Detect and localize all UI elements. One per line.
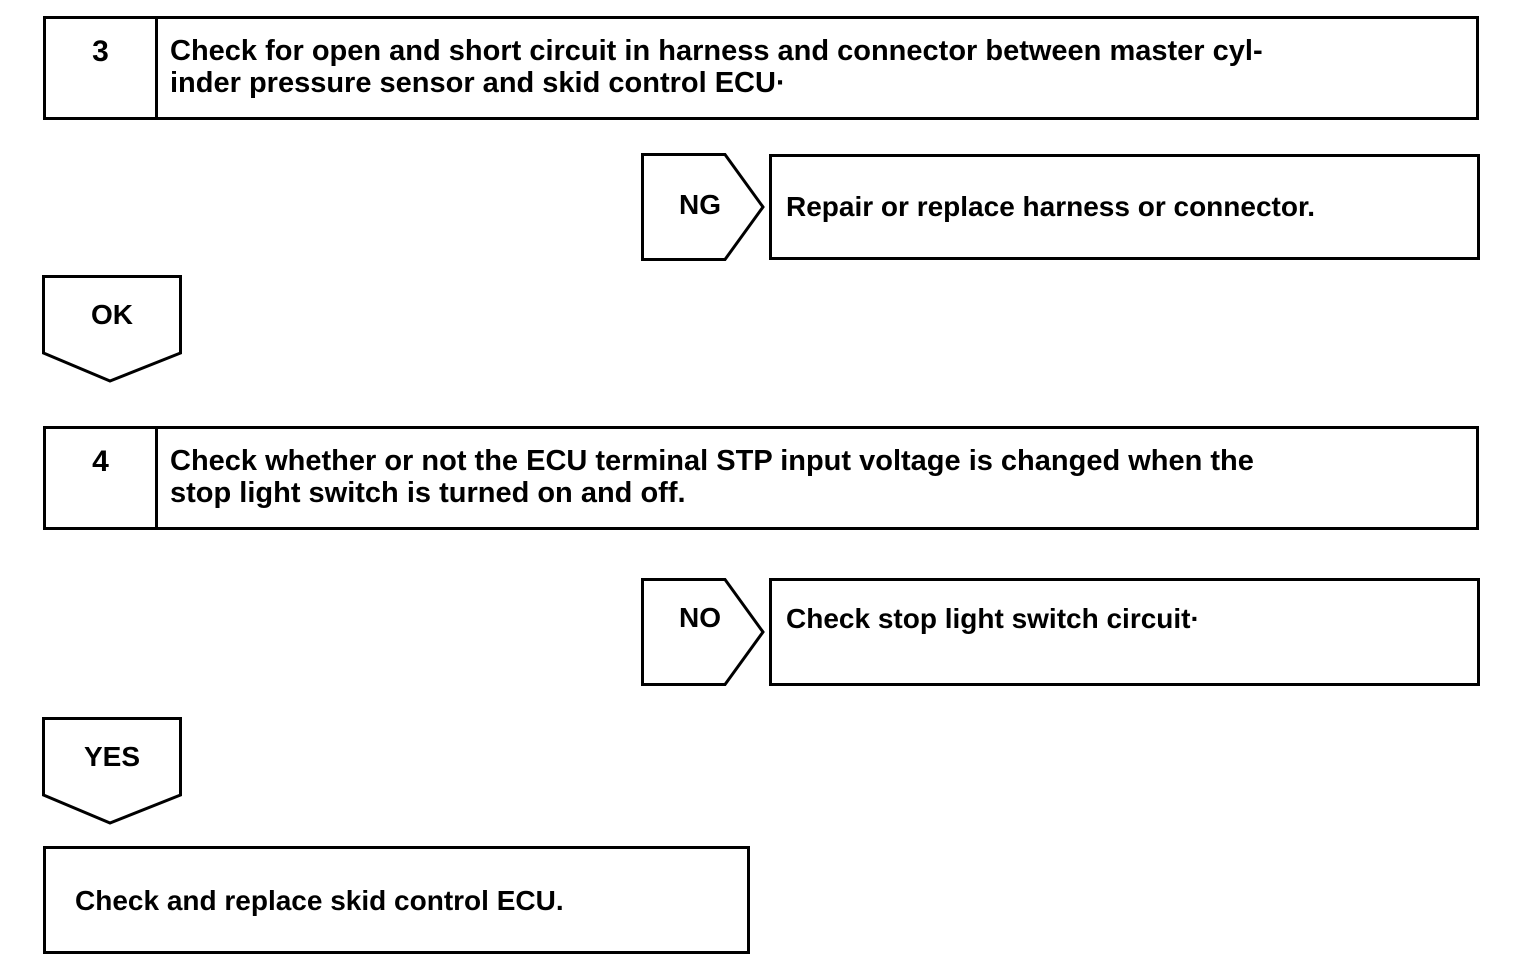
step-number: 4	[46, 429, 158, 527]
ok-result-tag: OK	[42, 275, 182, 385]
yes-result-tag: YES	[42, 717, 182, 827]
ng-result-tag: NG	[641, 153, 765, 261]
yes-label: YES	[83, 741, 141, 772]
step-number: 3	[46, 19, 158, 117]
right-arrow-tag-shape	[641, 578, 765, 686]
final-action-text: Check and replace skid control ECU.	[75, 885, 564, 916]
final-action-box: Check and replace skid control ECU.	[43, 846, 750, 954]
no-action-box: Check stop light switch circuit·	[769, 578, 1480, 686]
step-3-box: 3 Check for open and short circuit in ha…	[43, 16, 1479, 120]
no-label: NO	[679, 602, 721, 633]
no-result-tag: NO	[641, 578, 765, 686]
step-instruction: Check whether or not the ECU terminal ST…	[170, 445, 1254, 509]
ng-label: NG	[679, 189, 721, 220]
ng-action-box: Repair or replace harness or connector.	[769, 154, 1480, 260]
down-arrow-tag-shape	[42, 717, 182, 825]
no-action-text: Check stop light switch circuit·	[786, 603, 1200, 634]
down-arrow-tag-shape	[42, 275, 182, 383]
step-4-box: 4 Check whether or not the ECU terminal …	[43, 426, 1479, 530]
right-arrow-tag-shape	[641, 153, 765, 261]
ng-action-text: Repair or replace harness or connector.	[786, 191, 1316, 222]
ok-label: OK	[91, 299, 133, 330]
step-instruction: Check for open and short circuit in harn…	[170, 35, 1263, 99]
